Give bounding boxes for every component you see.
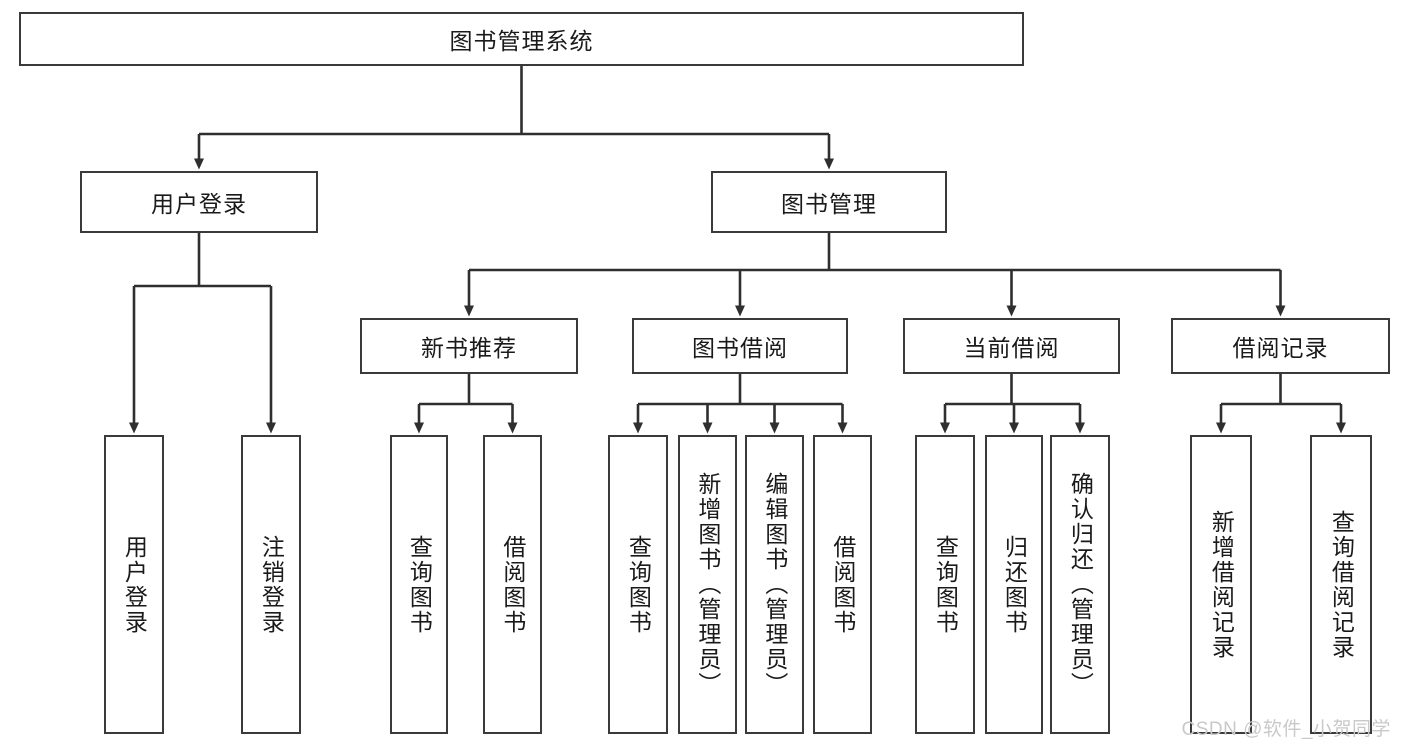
node-label: 注销登录 xyxy=(258,534,285,635)
node-label: 用户登录 xyxy=(151,191,247,217)
node-current-borrow[interactable]: 当前借阅 xyxy=(903,318,1120,374)
node-leaf-confirm-return[interactable]: 确认归还（管理员） xyxy=(1050,435,1110,734)
node-label: 借阅图书 xyxy=(499,534,526,635)
node-label: 当前借阅 xyxy=(963,335,1060,361)
node-borrow-record[interactable]: 借阅记录 xyxy=(1171,318,1390,374)
node-leaf-borrow-book-1[interactable]: 借阅图书 xyxy=(483,435,542,734)
node-label: 图书借阅 xyxy=(692,335,788,361)
node-leaf-query-book-2[interactable]: 查询图书 xyxy=(608,435,668,734)
node-book-manage[interactable]: 图书管理 xyxy=(711,171,947,233)
node-label: 查询图书 xyxy=(625,534,652,635)
node-leaf-borrow-book-2[interactable]: 借阅图书 xyxy=(813,435,872,734)
node-leaf-add-borrow-record[interactable]: 新增借阅记录 xyxy=(1190,435,1252,734)
node-label: 确认归还（管理员） xyxy=(1067,472,1094,697)
node-root-title[interactable]: 图书管理系统 xyxy=(19,12,1024,66)
node-leaf-query-borrow-record[interactable]: 查询借阅记录 xyxy=(1310,435,1372,734)
node-user-login[interactable]: 用户登录 xyxy=(80,171,318,233)
node-label: 查询图书 xyxy=(932,534,959,635)
node-label: 新增图书（管理员） xyxy=(694,472,721,697)
node-label: 图书管理 xyxy=(781,191,877,217)
node-label: 新增借阅记录 xyxy=(1208,509,1235,660)
node-book-borrow[interactable]: 图书借阅 xyxy=(632,318,848,374)
node-label: 编辑图书（管理员） xyxy=(761,472,788,697)
node-leaf-logout-login[interactable]: 注销登录 xyxy=(241,435,301,734)
node-leaf-query-book-3[interactable]: 查询图书 xyxy=(915,435,975,734)
node-label: 查询借阅记录 xyxy=(1328,509,1355,660)
node-label: 用户登录 xyxy=(121,534,148,635)
node-leaf-query-book-1[interactable]: 查询图书 xyxy=(390,435,448,734)
node-label: 借阅记录 xyxy=(1232,335,1329,361)
node-leaf-add-book[interactable]: 新增图书（管理员） xyxy=(678,435,737,734)
node-leaf-user-login[interactable]: 用户登录 xyxy=(104,435,164,734)
node-label: 新书推荐 xyxy=(421,335,517,361)
node-new-book-recommend[interactable]: 新书推荐 xyxy=(360,318,578,374)
node-label: 查询图书 xyxy=(406,534,433,635)
node-leaf-edit-book[interactable]: 编辑图书（管理员） xyxy=(745,435,804,734)
node-label: 借阅图书 xyxy=(829,534,856,635)
node-leaf-return-book[interactable]: 归还图书 xyxy=(985,435,1043,734)
node-label: 归还图书 xyxy=(1001,534,1028,635)
node-label: 图书管理系统 xyxy=(449,28,594,54)
